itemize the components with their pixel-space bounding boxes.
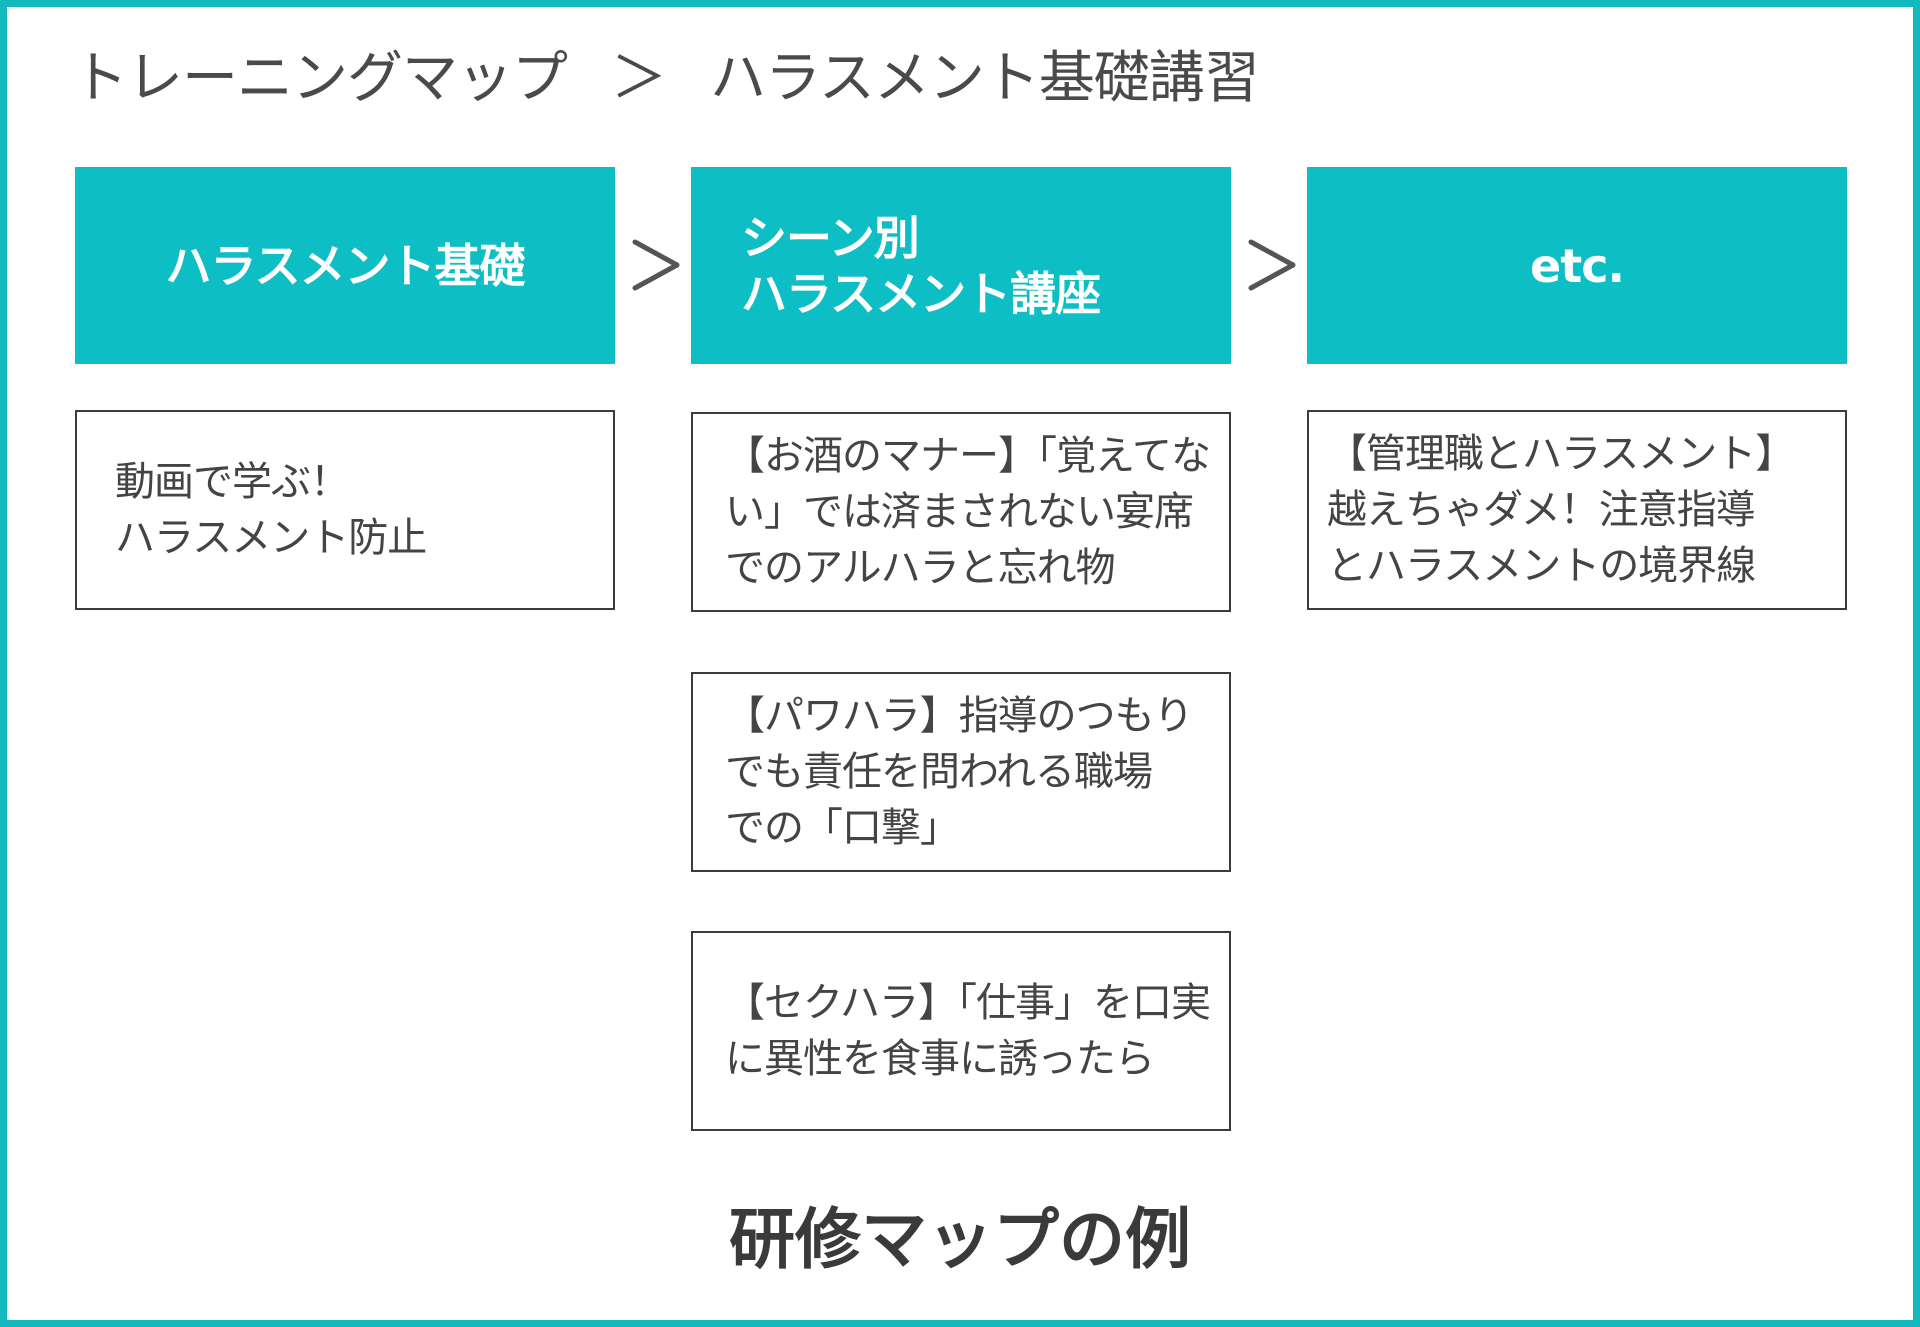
category-header-label: ハラスメント基礎 [165,238,525,293]
course-title-line: ハラスメント防止 [115,515,427,561]
breadcrumb-parent[interactable]: トレーニングマップ [72,46,568,111]
course-card[interactable]: 【パワハラ】指導のつもり でも責任を問われる職場 での「口撃」 [691,672,1231,872]
chevron-right-icon [632,239,680,291]
course-title-line: 動画で学ぶ！ [115,459,350,505]
category-header-label: ハラスメント講座 [741,266,1101,321]
category-header-harassment-basics: ハラスメント基礎 [75,167,615,364]
chevron-right-icon [1248,239,1296,291]
course-card[interactable]: 【お酒のマナー】「覚えてな い」では済まされない宴席 でのアルハラと忘れ物 [691,412,1231,612]
breadcrumb-current: ハラスメント基礎講習 [710,46,1260,111]
figure-caption: 研修マップの例 [729,1201,1191,1278]
course-title-line: 【パワハラ】指導のつもり [725,693,1194,739]
course-title-line: でも責任を問われる職場 [725,749,1153,795]
course-title-line: でのアルハラと忘れ物 [725,545,1116,591]
category-header-scene-courses: シーン別 ハラスメント講座 [691,167,1231,364]
course-title-line: とハラスメントの境界線 [1327,543,1756,589]
course-title-line: 越えちゃダメ！注意指導 [1327,487,1756,533]
course-title-line: での「口撃」 [725,805,960,851]
category-header-label: シーン別 [741,210,920,265]
course-title-line: 【管理職とハラスメント】 [1327,431,1795,477]
category-header-etc: etc. [1307,167,1847,364]
course-card[interactable]: 動画で学ぶ！ ハラスメント防止 [75,410,615,610]
course-title-line: 【お酒のマナー】「覚えてな [725,433,1211,479]
course-title-line: い」では済まされない宴席 [725,489,1194,535]
breadcrumb-separator: ＞ [611,46,667,111]
breadcrumb: トレーニングマップ ＞ ハラスメント基礎講習 [72,42,1260,116]
course-title-line: に異性を食事に誘ったら [725,1036,1155,1082]
course-card[interactable]: 【管理職とハラスメント】 越えちゃダメ！注意指導 とハラスメントの境界線 [1307,410,1847,610]
course-title-line: 【セクハラ】「仕事」を口実 [725,980,1211,1026]
course-card[interactable]: 【セクハラ】「仕事」を口実 に異性を食事に誘ったら [691,931,1231,1131]
category-header-label: etc. [1530,238,1625,293]
